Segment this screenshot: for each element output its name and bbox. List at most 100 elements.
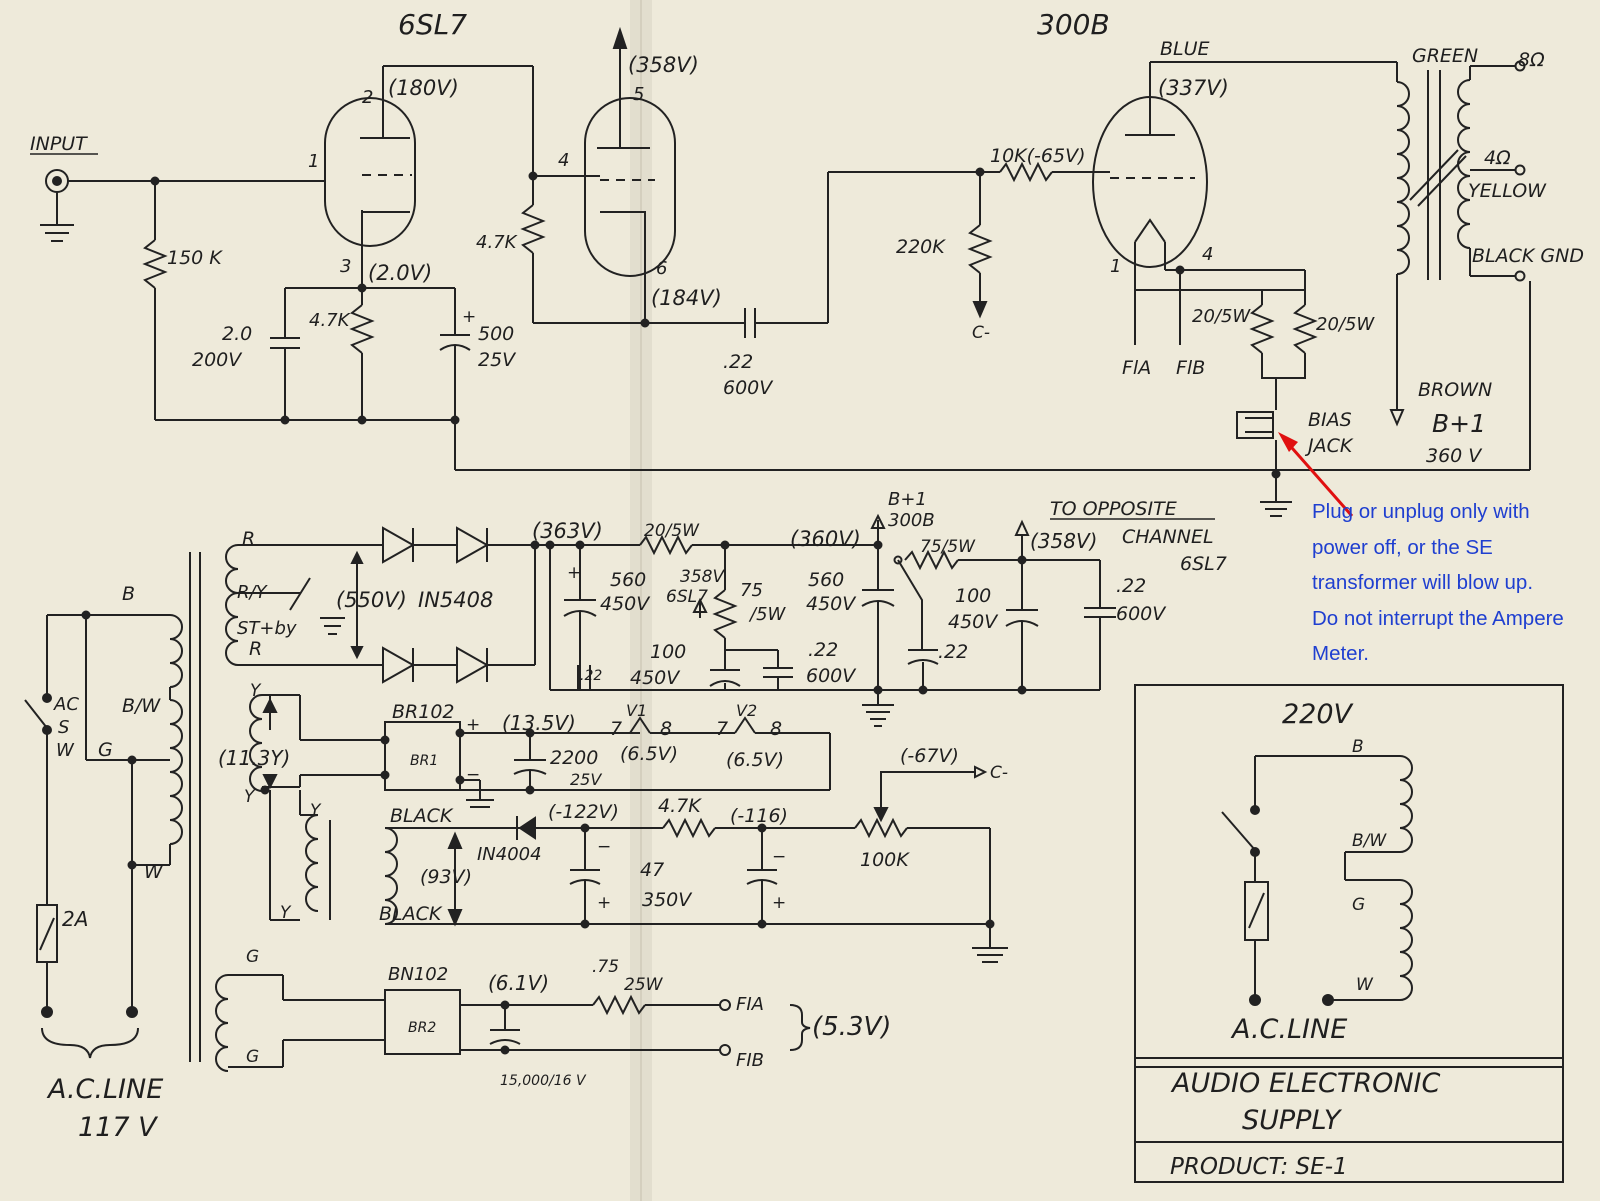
pin-label: 3 bbox=[340, 256, 351, 277]
heater-name-label: V2 bbox=[736, 701, 757, 720]
heater-winding-y bbox=[249, 694, 263, 792]
tap-label: B bbox=[122, 583, 135, 605]
terminal-4-ohm[interactable] bbox=[1514, 164, 1526, 176]
resistor-20r-label: 20/5W bbox=[1316, 314, 1375, 335]
cap-label: .22 bbox=[1116, 575, 1146, 597]
heater-voltage-label: (6.5V) bbox=[620, 743, 678, 765]
cap-label: 450V bbox=[630, 667, 681, 689]
cap-label: .22 bbox=[938, 641, 968, 663]
tube-300b-label: 300B bbox=[1037, 8, 1110, 41]
cap-label: 450V bbox=[600, 593, 651, 615]
mains-section bbox=[24, 610, 183, 1059]
b-plus-label: 300B bbox=[888, 510, 935, 531]
bias-c-minus-label: C- bbox=[990, 763, 1008, 783]
resistor-20r-a bbox=[1249, 304, 1275, 354]
bias-voltage-label: (-67V) bbox=[900, 745, 959, 767]
tap-4-ohm-label: 4Ω bbox=[1484, 147, 1511, 169]
resistor-4k7-label: 4.7K bbox=[309, 310, 351, 331]
bias-label: BIAS bbox=[1308, 409, 1352, 431]
resistor-150k-label: 150 K bbox=[167, 247, 223, 269]
resistor-label: 20/5W bbox=[644, 521, 700, 541]
bias-c-minus-label: C- bbox=[972, 323, 990, 343]
wire-color-blue: BLUE bbox=[1160, 38, 1210, 60]
product-label: PRODUCT: SE-1 bbox=[1170, 1154, 1348, 1180]
cap-label: 500 bbox=[478, 323, 514, 345]
rectifier-body-label: BR1 bbox=[410, 753, 438, 769]
tap-label: Y bbox=[310, 801, 322, 821]
tap-label: B bbox=[1352, 737, 1364, 757]
tap-label: B/W bbox=[122, 695, 161, 717]
node-voltage-label: (360V) bbox=[790, 527, 861, 551]
primary-winding-b bbox=[169, 614, 183, 688]
minus-sign: − bbox=[466, 765, 480, 785]
heater-name-label: V1 bbox=[626, 701, 647, 720]
resistor-220k-label: 220K bbox=[896, 236, 946, 258]
plus-sign: + bbox=[462, 307, 476, 327]
resistor-075r bbox=[592, 994, 646, 1016]
terminal-fib[interactable] bbox=[719, 1044, 731, 1056]
bias-winding-black bbox=[384, 827, 398, 925]
output-transformer-primary bbox=[1396, 81, 1410, 275]
tap-label: W bbox=[144, 861, 164, 883]
heater-pin-label: 8 bbox=[770, 718, 782, 740]
resistor-label: .75 bbox=[592, 957, 619, 977]
diode-label: IN5408 bbox=[418, 588, 493, 612]
diode-in5408 bbox=[382, 646, 416, 684]
hv-secondary-winding bbox=[225, 544, 239, 666]
power-switch[interactable] bbox=[24, 699, 48, 729]
primary-winding-w bbox=[169, 699, 183, 845]
pin-label: 4 bbox=[558, 150, 569, 171]
pot-100k[interactable] bbox=[854, 817, 908, 839]
diode-label: IN4004 bbox=[477, 844, 542, 865]
warning-line: transformer will blow up. bbox=[1312, 571, 1534, 594]
b-plus-label: 358V bbox=[680, 567, 725, 587]
resistor-4k7-cathode bbox=[349, 304, 375, 354]
tube-6sl7-b bbox=[584, 97, 676, 277]
cap-label: 15,000/16 V bbox=[500, 1073, 587, 1089]
b1-voltage-label: 360 V bbox=[1426, 445, 1483, 467]
heater-pin-label: 7 bbox=[610, 718, 622, 740]
plus-sign: + bbox=[772, 893, 786, 913]
cap-label: 450V bbox=[806, 593, 857, 615]
hv-ac-voltage-label: (550V) bbox=[336, 588, 407, 612]
bias-jack[interactable] bbox=[1236, 411, 1274, 439]
filament-terminal-label: FIA bbox=[736, 994, 764, 1015]
pin-label: 1 bbox=[1110, 256, 1121, 277]
inset-switch bbox=[1221, 811, 1256, 851]
tap-label: ST+by bbox=[237, 618, 297, 639]
bias-voltage-label: (-116) bbox=[730, 805, 788, 827]
node-voltage-label: (358V) bbox=[1030, 529, 1097, 553]
filament-b-label: FlB bbox=[1176, 357, 1205, 379]
inset-fuse bbox=[1244, 881, 1269, 941]
resistor-label: /5W bbox=[748, 604, 787, 625]
wire-color-black: BLACK bbox=[379, 903, 443, 925]
warning-line: Meter. bbox=[1312, 642, 1369, 665]
diode-in5408 bbox=[456, 646, 490, 684]
plus-sign: + bbox=[567, 563, 581, 583]
switch-label: W bbox=[56, 740, 75, 761]
wire-color-brown: BROWN bbox=[1418, 379, 1492, 401]
wire-color-black: BLACK bbox=[390, 805, 454, 827]
resistor-label: 75 bbox=[740, 580, 763, 601]
cap-label: 2200 bbox=[550, 747, 598, 769]
pin-label: 1 bbox=[308, 151, 319, 172]
wire-color-green: GREEN bbox=[1412, 45, 1478, 67]
tap-label: Y bbox=[250, 681, 262, 701]
plus-sign: + bbox=[466, 715, 480, 735]
supply-voltage-label: (358V) bbox=[628, 53, 699, 77]
tube-6sl7-a bbox=[324, 97, 416, 247]
inset-winding-b bbox=[1399, 755, 1413, 853]
cap-label: 560 bbox=[610, 569, 646, 591]
plus-sign: + bbox=[597, 893, 611, 913]
warning-line: power off, or the SE bbox=[1312, 535, 1493, 559]
cap-label: 450V bbox=[948, 611, 999, 633]
pin-label: 6 bbox=[656, 258, 667, 279]
tap-8-ohm-label: 8Ω bbox=[1518, 49, 1545, 71]
cap-label: .22 bbox=[723, 351, 753, 373]
amplifier-section bbox=[40, 26, 1531, 517]
terminal-gnd[interactable] bbox=[1514, 270, 1526, 282]
terminal-8-ohm[interactable] bbox=[1514, 60, 1526, 72]
terminal-fia[interactable] bbox=[719, 999, 731, 1011]
filament-voltage-label: (5.3V) bbox=[812, 1012, 891, 1042]
